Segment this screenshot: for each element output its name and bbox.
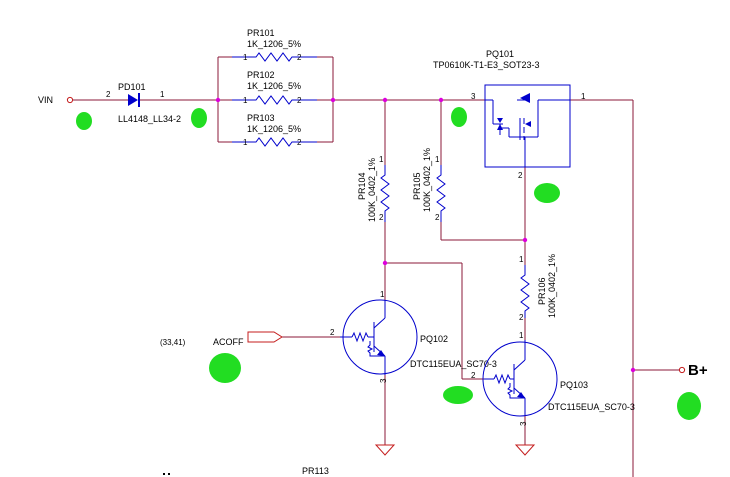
pr106-ref: PR106: [537, 277, 547, 305]
junction-dot: [382, 97, 388, 103]
pr104-pin1: 1: [379, 155, 384, 164]
acoff-connector-icon: [247, 331, 283, 343]
pr104-ref: PR104: [357, 172, 367, 200]
green-marker: [76, 112, 92, 130]
pq102-pin-b: 2: [330, 328, 335, 337]
pq103-ground-icon: [514, 444, 536, 456]
pr102-value: 1K_1206_5%: [247, 81, 301, 91]
pr101-resistor-symbol: [232, 52, 317, 62]
pd101-pin-k: 1: [160, 90, 165, 99]
pr103-resistor-symbol: [232, 137, 317, 147]
bplus-terminal: [678, 366, 686, 374]
pr106-pin2: 2: [519, 313, 524, 322]
wires: [68, 56, 680, 477]
pr106-resistor-symbol: [520, 265, 530, 318]
pq101-value: TP0610K-T1-E3_SOT23-3: [433, 60, 540, 70]
pq103-ref: PQ103: [560, 380, 588, 390]
pq102-pin-c: 1: [380, 290, 385, 299]
pr105-ref: PR105: [412, 172, 422, 200]
pr105-resistor-symbol: [436, 165, 446, 222]
pr102-resistor-symbol: [232, 95, 317, 105]
pr101-pin2: 2: [297, 53, 302, 62]
green-marker: [451, 107, 467, 127]
pq101-pin-s: 3: [471, 92, 476, 101]
pq103-pin-e: 3: [519, 421, 528, 426]
pr103-pin2: 2: [297, 138, 302, 147]
pr105-value: 100K_0402_1%: [422, 148, 432, 212]
pq102-ref: PQ102: [420, 334, 448, 344]
cropped-ticks: [163, 473, 170, 475]
pq103-value: DTC115EUA_SC70-3: [548, 402, 635, 412]
green-marker: [443, 386, 473, 404]
pq101-ref: PQ101: [486, 49, 514, 59]
pq103-pin-c: 1: [519, 331, 524, 340]
pr104-resistor-symbol: [380, 165, 390, 222]
junction-dot: [438, 97, 444, 103]
vin-terminal: [66, 96, 74, 104]
vin-label: VIN: [38, 95, 53, 105]
pr106-pin1: 1: [519, 255, 524, 264]
pd101-value: LL4148_LL34-2: [118, 114, 181, 124]
junction-dots: [215, 97, 636, 373]
pr105-pin1: 1: [435, 155, 440, 164]
green-marker: [677, 392, 701, 420]
green-markers: [76, 107, 701, 420]
green-marker: [191, 108, 207, 128]
pr102-pin1: 1: [243, 96, 248, 105]
pr103-value: 1K_1206_5%: [247, 124, 301, 134]
pr104-value: 100K_0402_1%: [367, 158, 377, 222]
pr101-pin1: 1: [243, 53, 248, 62]
green-marker: [534, 183, 560, 203]
pq102-pin-e: 3: [379, 378, 388, 383]
junction-dot: [382, 260, 388, 266]
pq102-emitter-arrow-icon: [377, 350, 385, 356]
bplus-label: B+: [688, 362, 708, 379]
pq101-pin-d: 1: [581, 92, 586, 101]
acoff-ref: (33,41): [160, 338, 186, 347]
pr113-ref: PR113: [302, 466, 329, 476]
pq102-transistor-symbol: [340, 299, 418, 375]
pq102-ground-icon: [374, 444, 396, 456]
acoff-label: ACOFF: [213, 337, 244, 347]
pq102-value: DTC115EUA_SC70-3: [410, 359, 497, 369]
pq101-pin-g: 2: [518, 171, 523, 180]
pq103-transistor-symbol: [482, 340, 558, 417]
pd101-diode-symbol: [128, 93, 140, 107]
pd101-pin-a: 2: [106, 90, 111, 99]
junction-dot: [330, 97, 336, 103]
pd101-ref: PD101: [118, 82, 146, 92]
junction-dot: [630, 367, 636, 373]
pr103-pin1: 1: [243, 138, 248, 147]
pq103-emitter-arrow-icon: [517, 392, 525, 398]
pr102-pin2: 2: [297, 96, 302, 105]
junction-dot: [522, 237, 528, 243]
pr105-pin2: 2: [435, 213, 440, 222]
pr101-value: 1K_1206_5%: [247, 39, 301, 49]
pq101-mosfet-symbol: [484, 84, 571, 168]
pr102-ref: PR102: [247, 70, 275, 80]
pr103-ref: PR103: [247, 113, 275, 123]
pr101-ref: PR101: [247, 28, 275, 38]
green-marker: [209, 353, 241, 383]
pr106-value: 100K_0402_1%: [547, 254, 557, 318]
pq103-pin-b: 2: [471, 371, 476, 380]
junction-dot: [215, 97, 221, 103]
pq101-body-diode-icon: [497, 93, 531, 130]
pr104-pin2: 2: [379, 213, 384, 222]
